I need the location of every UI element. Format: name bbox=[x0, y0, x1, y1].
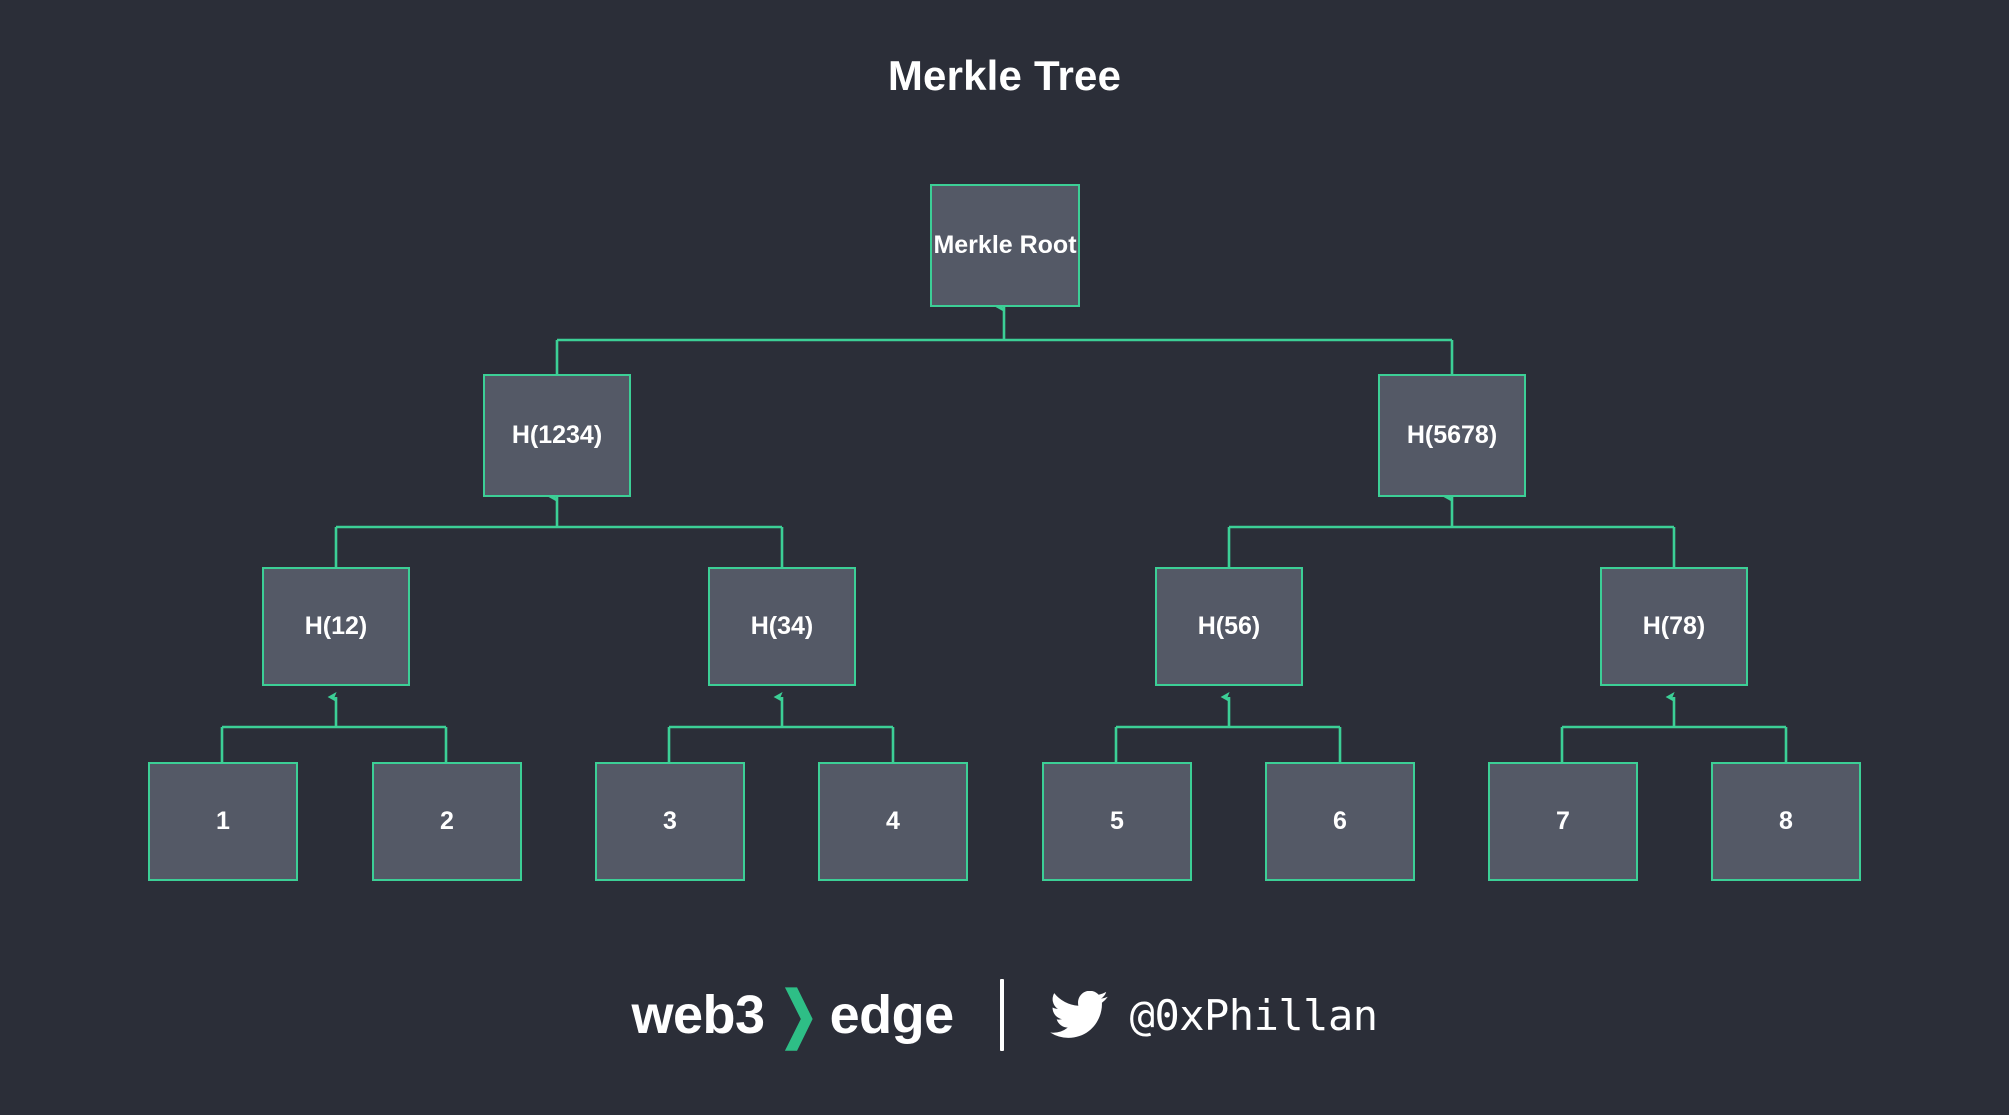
node-label: 5 bbox=[1110, 806, 1124, 835]
leaf-node-3[interactable]: 3 bbox=[595, 762, 745, 881]
leaf-node-7[interactable]: 7 bbox=[1488, 762, 1638, 881]
node-h34[interactable]: H(34) bbox=[708, 567, 856, 686]
node-label: H(5678) bbox=[1406, 420, 1498, 449]
chevron-right-icon: ❯ bbox=[778, 980, 818, 1050]
node-label: 2 bbox=[440, 806, 454, 835]
page-title: Merkle Tree bbox=[887, 52, 1122, 99]
leaf-node-2[interactable]: 2 bbox=[372, 762, 522, 881]
node-h78[interactable]: H(78) bbox=[1600, 567, 1748, 686]
node-label: 6 bbox=[1333, 806, 1347, 835]
node-h5678[interactable]: H(5678) bbox=[1378, 374, 1526, 497]
footer: web3 ❯ edge @0xPhillan bbox=[0, 975, 2009, 1055]
node-h12[interactable]: H(12) bbox=[262, 567, 410, 686]
twitter-handle: @0xPhillan bbox=[1129, 990, 1378, 1040]
node-merkle-root[interactable]: Merkle Root bbox=[930, 184, 1080, 307]
brand-name-first: web3 bbox=[631, 985, 765, 1045]
leaf-node-4[interactable]: 4 bbox=[818, 762, 968, 881]
node-label: 4 bbox=[886, 806, 900, 835]
node-h1234[interactable]: H(1234) bbox=[483, 374, 631, 497]
node-label: 3 bbox=[663, 806, 677, 835]
leaf-node-6[interactable]: 6 bbox=[1265, 762, 1415, 881]
node-label: 7 bbox=[1556, 806, 1570, 835]
brand-logo-web3edge: web3 ❯ edge bbox=[631, 981, 955, 1049]
brand-name-second: edge bbox=[829, 985, 955, 1045]
leaf-node-5[interactable]: 5 bbox=[1042, 762, 1192, 881]
node-label: H(34) bbox=[750, 611, 814, 640]
node-label: H(56) bbox=[1197, 611, 1261, 640]
leaf-node-8[interactable]: 8 bbox=[1711, 762, 1861, 881]
node-label: 8 bbox=[1779, 806, 1793, 835]
node-label: H(78) bbox=[1642, 611, 1706, 640]
leaf-node-1[interactable]: 1 bbox=[148, 762, 298, 881]
node-h56[interactable]: H(56) bbox=[1155, 567, 1303, 686]
node-label: Merkle Root bbox=[933, 230, 1077, 259]
footer-divider bbox=[999, 979, 1004, 1051]
twitter-bird-icon bbox=[1049, 991, 1108, 1038]
social-handle-group[interactable]: @0xPhillan bbox=[1049, 990, 1378, 1040]
node-label: H(12) bbox=[304, 611, 368, 640]
node-label: 1 bbox=[216, 806, 230, 835]
node-label: H(1234) bbox=[511, 420, 603, 449]
